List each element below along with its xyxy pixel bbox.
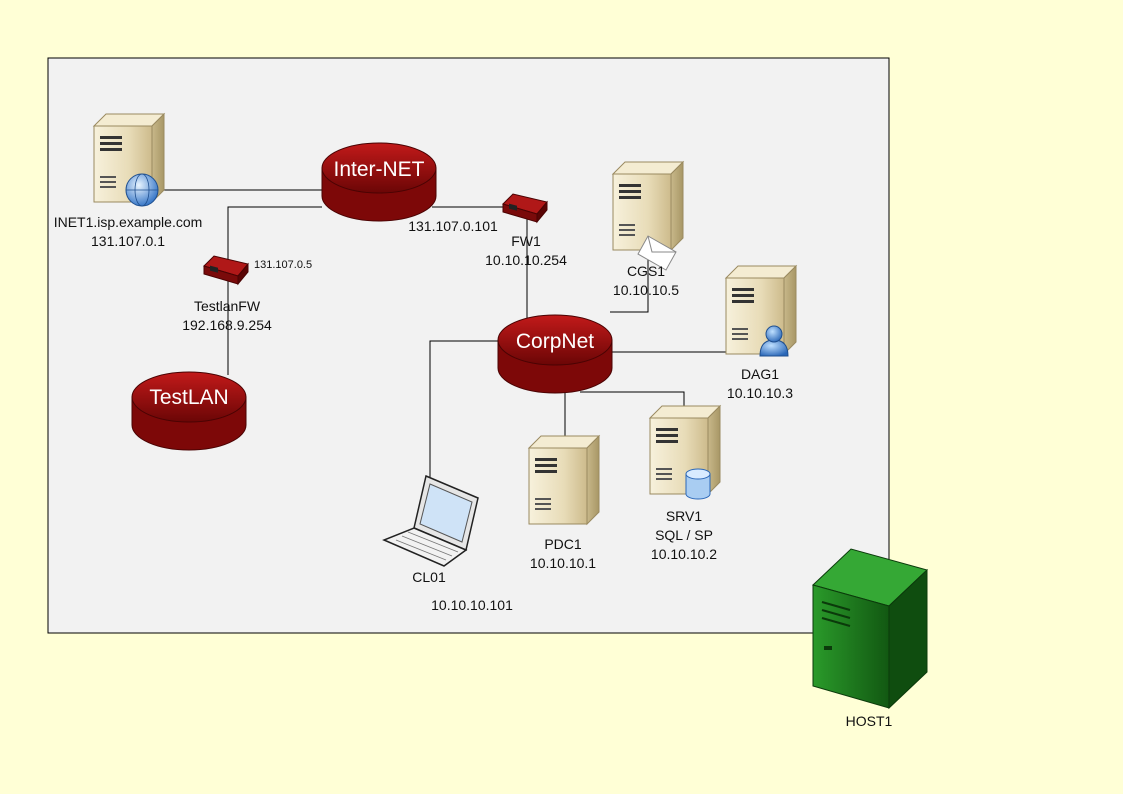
cl01-ip: 10.10.10.101 [431, 597, 513, 613]
testlanfw-external-ip: 131.107.0.5 [254, 259, 312, 271]
mail-icon [637, 235, 677, 271]
host1-name: HOST1 [846, 713, 893, 729]
database-icon [685, 468, 711, 500]
fw1-name: FW1 [511, 233, 541, 249]
server-icon [528, 435, 600, 525]
node-dag1: DAG1 10.10.10.3 [725, 265, 797, 401]
dag1-name: DAG1 [741, 366, 779, 382]
node-pdc1: PDC1 10.10.10.1 [528, 435, 600, 571]
inet1-name: INET1.isp.example.com [54, 214, 203, 230]
fw1-ip: 10.10.10.254 [485, 252, 567, 268]
node-cl01: CL01 10.10.10.101 [382, 474, 513, 613]
pdc1-ip: 10.10.10.1 [530, 555, 596, 571]
network-testlan: TestLAN [131, 371, 247, 451]
cgs1-name: CGS1 [627, 263, 665, 279]
link-corpnet-srv1 [580, 391, 685, 410]
laptop-icon [382, 474, 479, 567]
dag1-ip: 10.10.10.3 [727, 385, 793, 401]
srv1-ip: 10.10.10.2 [651, 546, 717, 562]
node-cgs1: CGS1 10.10.10.5 [612, 161, 684, 298]
cl01-name: CL01 [412, 569, 446, 585]
fw1-external-ip: 131.107.0.101 [408, 218, 498, 234]
inet1-ip: 131.107.0.1 [91, 233, 165, 249]
link-corpnet-cl01 [429, 340, 500, 478]
network-corpnet-label: CorpNet [516, 330, 594, 353]
tower-server-icon [812, 548, 928, 710]
cgs1-ip: 10.10.10.5 [613, 282, 679, 298]
user-icon [759, 325, 789, 357]
network-internet: Inter-NET [321, 142, 437, 222]
network-internet-label: Inter-NET [333, 158, 424, 181]
srv1-name: SRV1 [666, 508, 703, 524]
network-testlan-label: TestLAN [149, 386, 228, 409]
testlanfw-ip: 192.168.9.254 [182, 317, 272, 333]
link-corpnet-cgs1 [610, 255, 649, 313]
node-inet1: INET1.isp.example.com 131.107.0.1 [54, 113, 203, 249]
node-fw1: 131.107.0.101 FW1 10.10.10.254 [408, 193, 567, 268]
srv1-role: SQL / SP [655, 527, 713, 543]
network-corpnet: CorpNet [497, 314, 613, 394]
node-host1: HOST1 [812, 548, 928, 729]
node-testlanfw: 131.107.0.5 TestlanFW 192.168.9.254 [182, 255, 312, 333]
testlanfw-name: TestlanFW [194, 298, 261, 314]
pdc1-name: PDC1 [544, 536, 582, 552]
node-srv1: SRV1 SQL / SP 10.10.10.2 [649, 405, 721, 562]
server-user-icon [725, 265, 797, 355]
